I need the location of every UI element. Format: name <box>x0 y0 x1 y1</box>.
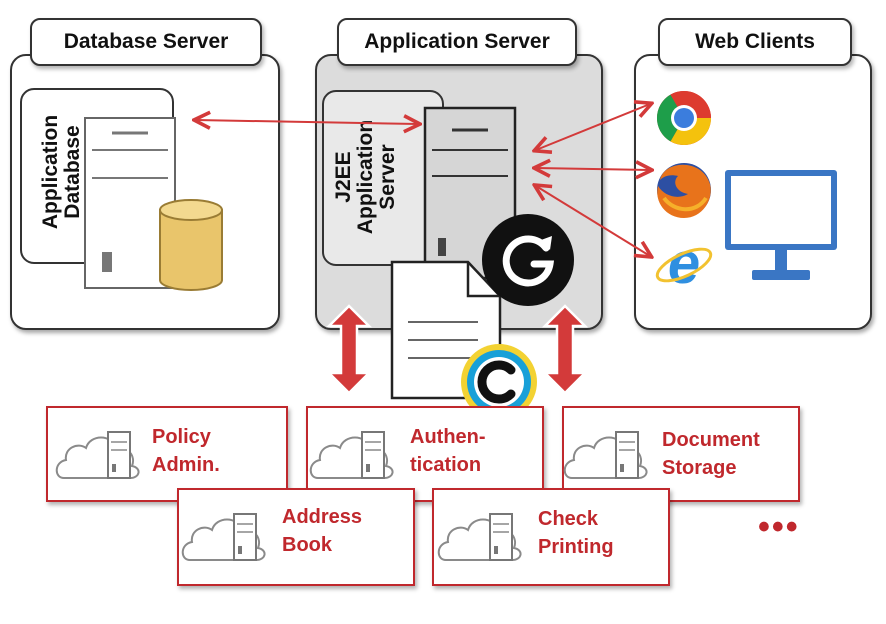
policy-admin-line-2: Admin. <box>152 454 220 476</box>
application-server-title: Application Server <box>337 18 577 66</box>
cloud-server-icon-address-book <box>181 513 266 561</box>
address-book-line-1: Address <box>282 506 363 528</box>
monitor-icon <box>725 170 837 280</box>
cloud-server-icon-document-storage <box>563 431 648 479</box>
right-double-arrow <box>541 304 589 395</box>
authentication-line-1: Authen- <box>410 426 486 448</box>
database-server-tower-icon <box>84 117 176 289</box>
svg-text:e: e <box>668 231 700 296</box>
check-printing-line-1: Check <box>538 508 599 530</box>
firefox-arrow <box>536 168 650 170</box>
service-label-document-storage: Document Storage <box>662 426 760 482</box>
policy-admin-line-1: Policy <box>152 426 211 448</box>
document-storage-line-1: Document <box>662 429 760 451</box>
service-label-policy-admin: Policy Admin. <box>152 423 220 479</box>
web-clients-title: Web Clients <box>658 18 852 66</box>
internet-explorer-icon: e <box>655 231 713 296</box>
address-book-line-2: Book <box>282 534 332 556</box>
service-box-authentication <box>306 406 544 502</box>
g-logo-badge-icon <box>482 214 574 306</box>
database-cylinder-icon <box>159 199 223 291</box>
cloud-server-icon-check-printing <box>437 513 522 561</box>
more-services-indicator: ••• <box>758 508 800 546</box>
chrome-icon <box>656 90 711 146</box>
chrome-arrow <box>536 104 650 150</box>
database-server-title: Database Server <box>30 18 262 66</box>
firefox-icon <box>657 163 711 218</box>
left-double-arrow <box>325 304 373 395</box>
document-storage-line-2: Storage <box>662 457 737 479</box>
db-to-app-arrow <box>196 120 418 124</box>
cloud-server-icon-policy-admin <box>55 431 140 479</box>
c-logo-badge-icon <box>461 344 537 420</box>
authentication-line-2: tication <box>410 454 482 476</box>
check-printing-line-2: Printing <box>538 536 614 558</box>
service-label-authentication: Authen- tication <box>410 423 486 479</box>
ie-arrow <box>536 186 650 256</box>
cloud-server-icon-authentication <box>309 431 394 479</box>
service-label-check-printing: Check Printing <box>538 505 614 561</box>
service-label-address-book: Address Book <box>282 503 362 559</box>
